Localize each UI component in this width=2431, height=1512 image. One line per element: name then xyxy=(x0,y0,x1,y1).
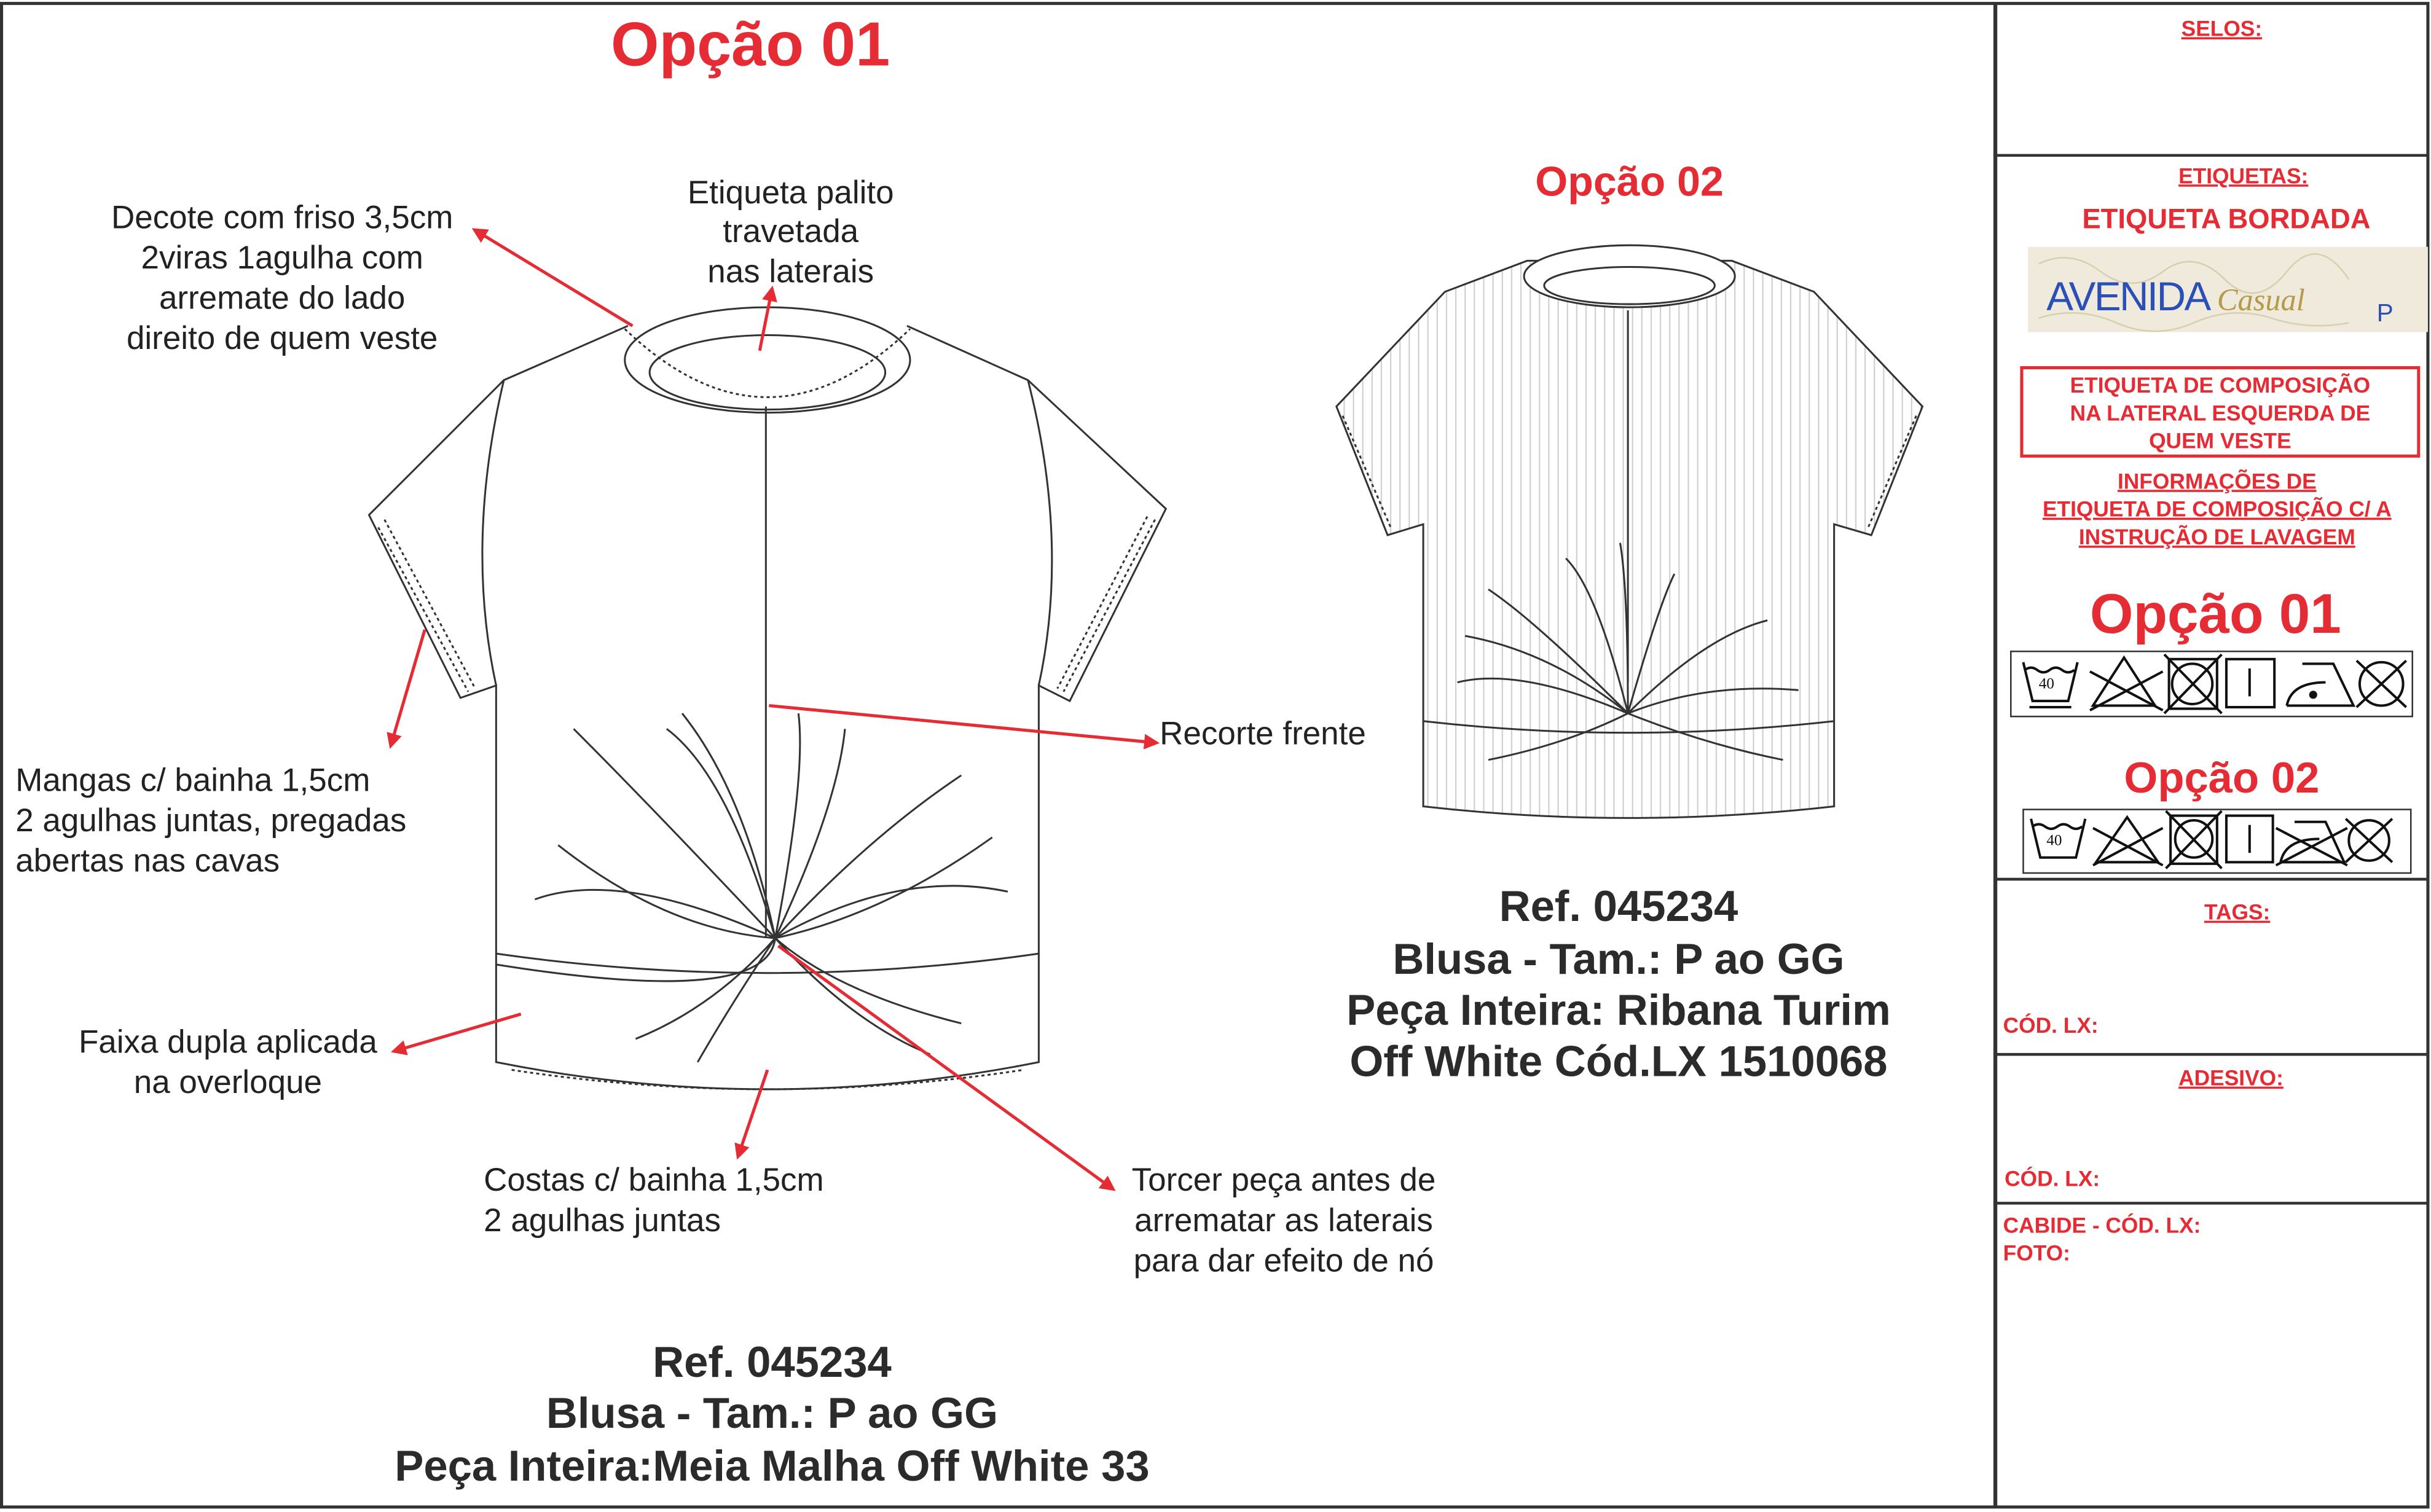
adesivo-heading: ADESIVO: xyxy=(2178,1067,2284,1091)
foto-label: FOTO: xyxy=(2003,1242,2070,1266)
shirt-option1 xyxy=(367,306,1168,1091)
svg-text:Recorte frente: Recorte frente xyxy=(1160,716,1366,752)
knot-folds xyxy=(534,713,1008,1063)
tags-cod-lx: CÓD. LX: xyxy=(2003,1013,2099,1038)
brand-label-image: AVENIDA Casual P xyxy=(2028,246,2428,332)
wash-40-icon: 40 xyxy=(2022,662,2079,709)
no-tumble-dry-icon xyxy=(2165,810,2223,869)
cabide-cod-lx: CABIDE - CÓD. LX: xyxy=(2003,1213,2201,1237)
svg-text:AVENIDA: AVENIDA xyxy=(2046,274,2211,319)
option1-title: Opção 01 xyxy=(611,10,890,79)
svg-text:40: 40 xyxy=(2039,676,2054,692)
option2-title: Opção 02 xyxy=(1535,158,1724,205)
no-iron-icon xyxy=(2275,820,2348,867)
svg-text:40: 40 xyxy=(2046,832,2062,849)
line-dry-icon xyxy=(2225,657,2276,709)
care-option1-title: Opção 01 xyxy=(2090,583,2341,645)
no-tumble-dry-icon xyxy=(2163,653,2223,715)
shirt-option2 xyxy=(1335,244,1924,819)
annotation-front: Recorte frente xyxy=(769,703,1366,752)
care-option2-title: Opção 02 xyxy=(2124,753,2319,802)
etiquetas-heading: ETIQUETAS: xyxy=(2178,164,2308,188)
adesivo-cod-lx: CÓD. LX: xyxy=(2005,1167,2100,1191)
svg-text:P: P xyxy=(2377,299,2394,327)
no-dry-clean-icon xyxy=(2355,659,2408,708)
composicao-box xyxy=(2020,366,2421,458)
care-symbols-option1: 40 xyxy=(2010,650,2413,718)
selos-heading: SELOS: xyxy=(2182,17,2262,41)
sidebar: SELOS: ETIQUETAS: ETIQUETA BORDADA AVENI… xyxy=(2003,17,2428,1266)
care-symbols-option2: 40 xyxy=(2022,809,2412,874)
etiqueta-bordada: ETIQUETA BORDADA xyxy=(2082,203,2370,234)
iron-low-icon xyxy=(2285,662,2356,707)
line-dry-icon xyxy=(2225,814,2274,864)
no-bleach-icon xyxy=(2089,655,2164,711)
no-bleach-icon xyxy=(2092,815,2164,867)
wash-40-icon: 40 xyxy=(2030,818,2087,859)
svg-text:Casual: Casual xyxy=(2217,283,2305,317)
tags-heading: TAGS: xyxy=(2204,901,2270,925)
no-dry-clean-icon xyxy=(2344,818,2394,863)
